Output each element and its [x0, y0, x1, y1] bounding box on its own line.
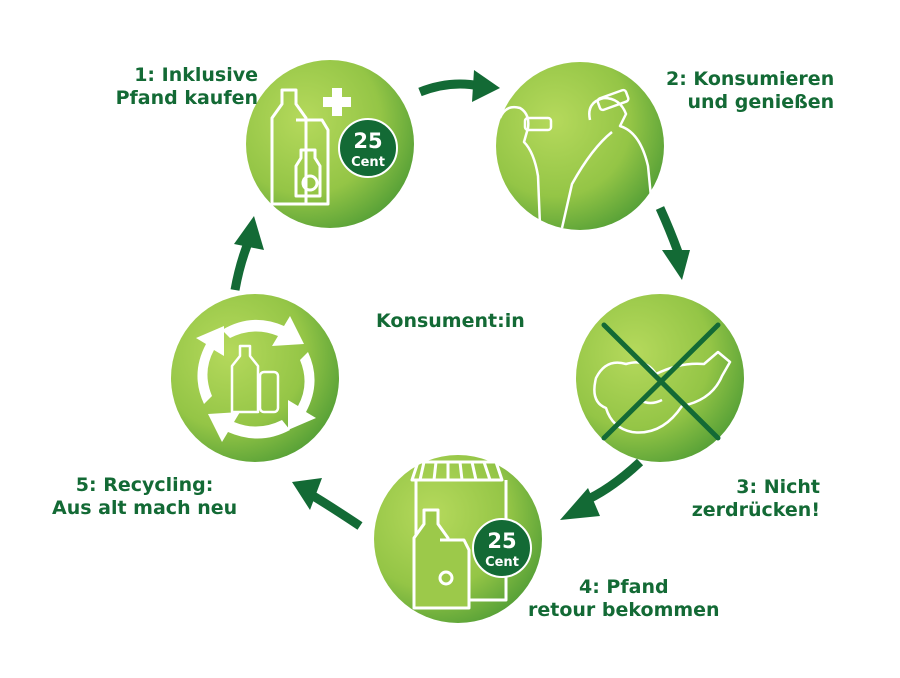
- step4-circle: 25 Cent: [374, 455, 542, 623]
- step1-circle: 25 Cent: [246, 60, 414, 228]
- step5-circle: [171, 294, 339, 462]
- arrow-3-to-4: [560, 458, 644, 520]
- step2-label: 2: Konsumieren und genießen: [666, 68, 835, 113]
- step1-label: 1: Inklusive Pfand kaufen: [115, 64, 258, 109]
- deposit-badge: 25 Cent: [472, 518, 532, 578]
- arrow-2-to-3: [655, 206, 690, 280]
- arrow-5-to-1: [230, 216, 264, 291]
- step3-circle: [576, 294, 744, 462]
- arrow-4-to-5: [292, 478, 363, 530]
- recycling-arrows-icon: [196, 316, 316, 442]
- plus-icon: [323, 88, 351, 116]
- bottle-can-icon: [230, 344, 280, 414]
- svg-text:25: 25: [353, 129, 382, 153]
- step2-circle: [496, 62, 664, 230]
- step4-label: 4: Pfand retour bekommen: [528, 576, 720, 621]
- step3-label: 3: Nicht zerdrücken!: [691, 476, 820, 521]
- svg-text:Cent: Cent: [351, 155, 385, 170]
- svg-text:Cent: Cent: [485, 555, 519, 570]
- shop-bottle-icon: [410, 460, 508, 610]
- center-label: Konsument:in: [376, 310, 525, 332]
- arrow-1-to-2: [418, 70, 500, 102]
- step5-label: 5: Recycling: Aus alt mach neu: [52, 474, 238, 519]
- cross-icon: [601, 322, 721, 441]
- svg-text:25: 25: [487, 529, 516, 553]
- bottle-plus-icon: [270, 88, 330, 206]
- drinking-people-icon: [498, 88, 656, 229]
- deposit-badge: 25 Cent: [338, 118, 398, 178]
